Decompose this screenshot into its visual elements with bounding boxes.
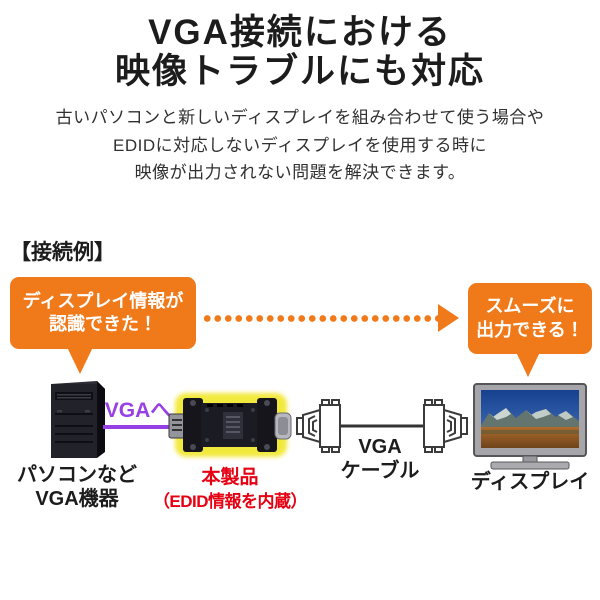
description: 古いパソコンと新しいディスプレイを組み合わせて使う場合や EDIDに対応しないデ… — [0, 104, 600, 187]
speech-bubble-left-line2: 認識できた！ — [49, 314, 157, 334]
cable-caption-line2: ケーブル — [340, 459, 420, 482]
page-title-line1: VGA接続における — [148, 13, 452, 52]
vga-cable-icon — [296, 399, 468, 453]
description-line2: EDIDに対応しないディスプレイを使用する時に — [113, 135, 487, 155]
speech-bubble-right-line2: 出力できる！ — [476, 319, 584, 340]
speech-bubble-tail — [67, 347, 93, 374]
cable-caption-line1: VGA — [358, 436, 402, 458]
vga-cable-graphic — [296, 399, 468, 458]
speech-bubble-right-line1: スムーズに — [485, 296, 575, 317]
description-line1: 古いパソコンと新しいディスプレイを組み合わせて使う場合や — [55, 108, 545, 127]
connection-example-heading: 【接続例】 — [10, 241, 115, 264]
display-icon — [473, 383, 587, 470]
dotted-arrow-line — [202, 314, 438, 323]
speech-bubble-display-info: ディスプレイ情報が 認識できた！ — [10, 277, 196, 374]
pc-caption: パソコンなど VGA機器 — [12, 464, 142, 511]
speech-bubble-smooth-output: スムーズに 出力できる！ — [468, 283, 592, 377]
cable-caption: VGA ケーブル — [330, 436, 430, 483]
monitor-graphic — [473, 383, 587, 476]
pc-caption-line1: パソコンなど — [17, 464, 137, 486]
pc-tower-icon — [51, 381, 105, 458]
edid-adapter-icon — [168, 393, 292, 457]
product-caption: 本製品 （EDID情報を内蔵） — [118, 467, 342, 512]
arrow-head-icon — [438, 304, 459, 332]
pc-tower-graphic — [47, 380, 109, 465]
description-line3: 映像が出力されない問題を解決できます。 — [134, 163, 466, 183]
adapter-graphic — [167, 388, 295, 467]
page-title: VGA接続における 映像トラブルにも対応 — [0, 13, 600, 91]
page-title-line2: 映像トラブルにも対応 — [114, 52, 485, 92]
vga-connection-line — [103, 425, 173, 429]
vga-port-label: VGAへ — [104, 399, 172, 422]
pc-caption-line2: VGA機器 — [35, 487, 119, 510]
product-caption-line2: （EDID情報を内蔵） — [152, 492, 308, 512]
speech-bubble-tail — [516, 352, 540, 377]
product-caption-line1: 本製品 — [201, 467, 259, 488]
monitor-caption: ディスプレイ — [470, 471, 590, 493]
speech-bubble-left-line1: ディスプレイ情報が — [22, 290, 184, 311]
